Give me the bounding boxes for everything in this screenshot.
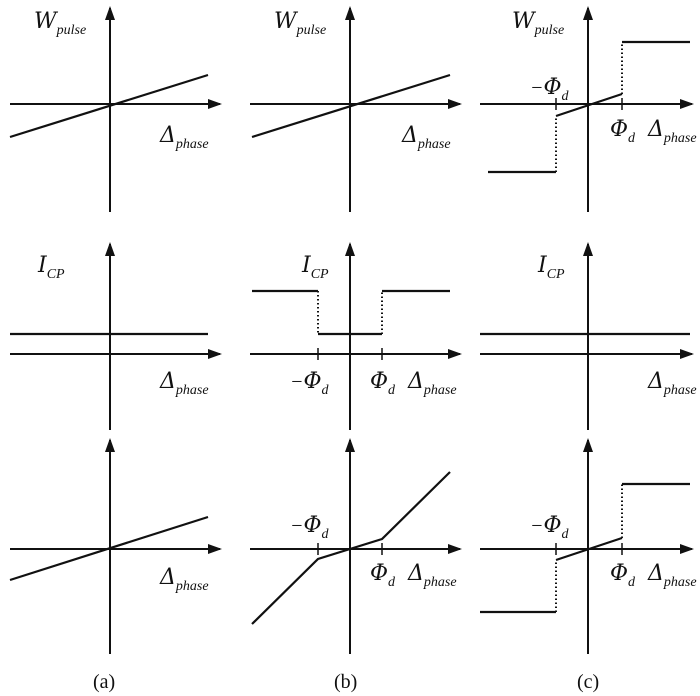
linear-curve [251,73,451,139]
minus-phi-label: −Φd [530,75,570,104]
linear-segment [555,536,623,562]
y-axis-label: Wpulse [512,9,564,38]
caption-b: (b) [334,671,357,693]
y-axis-label: ICP [37,253,65,282]
minus-phi-label: −Φd [530,513,570,542]
x-axis-label: Δphase [407,369,457,398]
x-axis-label: Δphase [647,369,697,398]
panel-a-output: Δphase [9,438,222,654]
caption-c: (c) [577,671,599,693]
y-axis-label: Wpulse [34,9,86,38]
panel-b-icp: ICP −Φd Φd Δphase [250,242,462,430]
caption-a: (a) [93,671,115,693]
y-axis-label: ICP [301,253,329,282]
plus-phi-label: Φd [610,561,636,590]
plus-phi-label: Φd [370,561,396,590]
minus-phi-label: −Φd [290,369,330,398]
y-axis-label: ICP [537,253,565,282]
piecewise-linear-curve [251,471,451,625]
minus-phi-label: −Φd [290,513,330,542]
panel-a-icp: ICP Δphase [10,242,222,430]
x-axis-label: Δphase [159,369,209,398]
linear-segment [555,92,623,118]
plus-phi-label: Φd [610,117,636,146]
x-axis-label: Δphase [401,123,451,152]
panel-c-output: −Φd Φd Δphase [480,438,697,654]
x-axis-label: Δphase [159,565,209,594]
x-axis-label: Δphase [647,117,697,146]
panel-c-wpulse: Wpulse −Φd Φd Δphase [480,6,697,212]
plus-phi-label: Φd [370,369,396,398]
x-axis-label: Δphase [647,561,697,590]
panel-b-wpulse: Wpulse Δphase [250,6,462,212]
linear-curve [9,515,209,582]
x-axis-label: Δphase [407,561,457,590]
x-axis-label: Δphase [159,123,209,152]
panel-a-wpulse: Wpulse Δphase [9,6,222,212]
panel-b-output: −Φd Φd Δphase [250,438,462,654]
y-axis-label: Wpulse [274,9,326,38]
linear-curve [9,73,209,139]
panel-c-icp: ICP Δphase [480,242,697,430]
